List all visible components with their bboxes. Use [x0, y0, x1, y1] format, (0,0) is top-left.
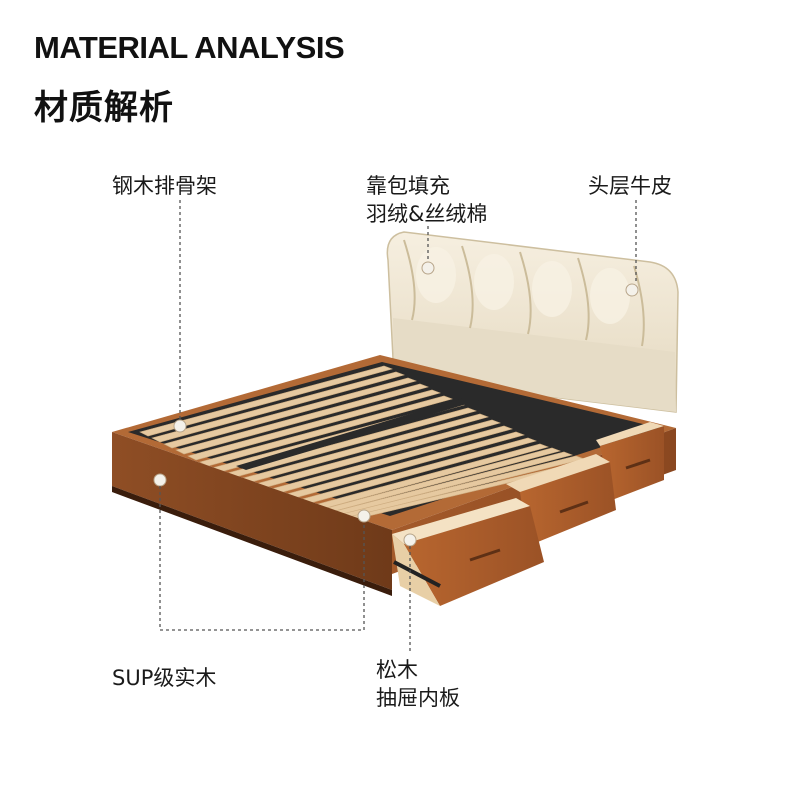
- callout-markers: [153, 261, 639, 547]
- marker-leather: [625, 283, 639, 297]
- title-english: MATERIAL ANALYSIS: [34, 30, 345, 65]
- callout-solid-wood-text: SUP级实木: [112, 666, 217, 690]
- title-chinese: 材质解析: [34, 88, 174, 128]
- headboard: [386, 231, 679, 413]
- callout-leather-text: 头层牛皮: [588, 174, 672, 198]
- callout-slats-text: 钢木排骨架: [112, 174, 217, 198]
- headboard-cushions: [403, 239, 645, 347]
- drawers: [392, 422, 664, 606]
- leader-solid-wood: [159, 486, 365, 631]
- callout-solid-wood: SUP级实木: [112, 664, 216, 692]
- marker-front-wood: [357, 509, 371, 523]
- marker-solid-wood: [153, 473, 167, 487]
- callout-drawer-board: 松木 抽屉内板: [376, 656, 460, 712]
- callout-slats: 钢木排骨架: [112, 172, 217, 200]
- callout-filling-line1: 靠包填充: [366, 174, 450, 198]
- marker-drawer-board: [403, 533, 417, 547]
- leader-lines: [159, 200, 637, 652]
- callout-filling-line2: 羽绒&丝绒棉: [366, 202, 488, 226]
- callout-drawer-board-line2: 抽屉内板: [376, 686, 460, 710]
- marker-slats: [173, 419, 187, 433]
- callout-filling: 靠包填充 羽绒&丝绒棉: [366, 172, 487, 228]
- marker-filling: [421, 261, 435, 275]
- callout-drawer-board-line1: 松木: [376, 658, 418, 682]
- wood-slats: [139, 365, 597, 520]
- callout-leather: 头层牛皮: [588, 172, 672, 200]
- slat-frame: [112, 355, 676, 530]
